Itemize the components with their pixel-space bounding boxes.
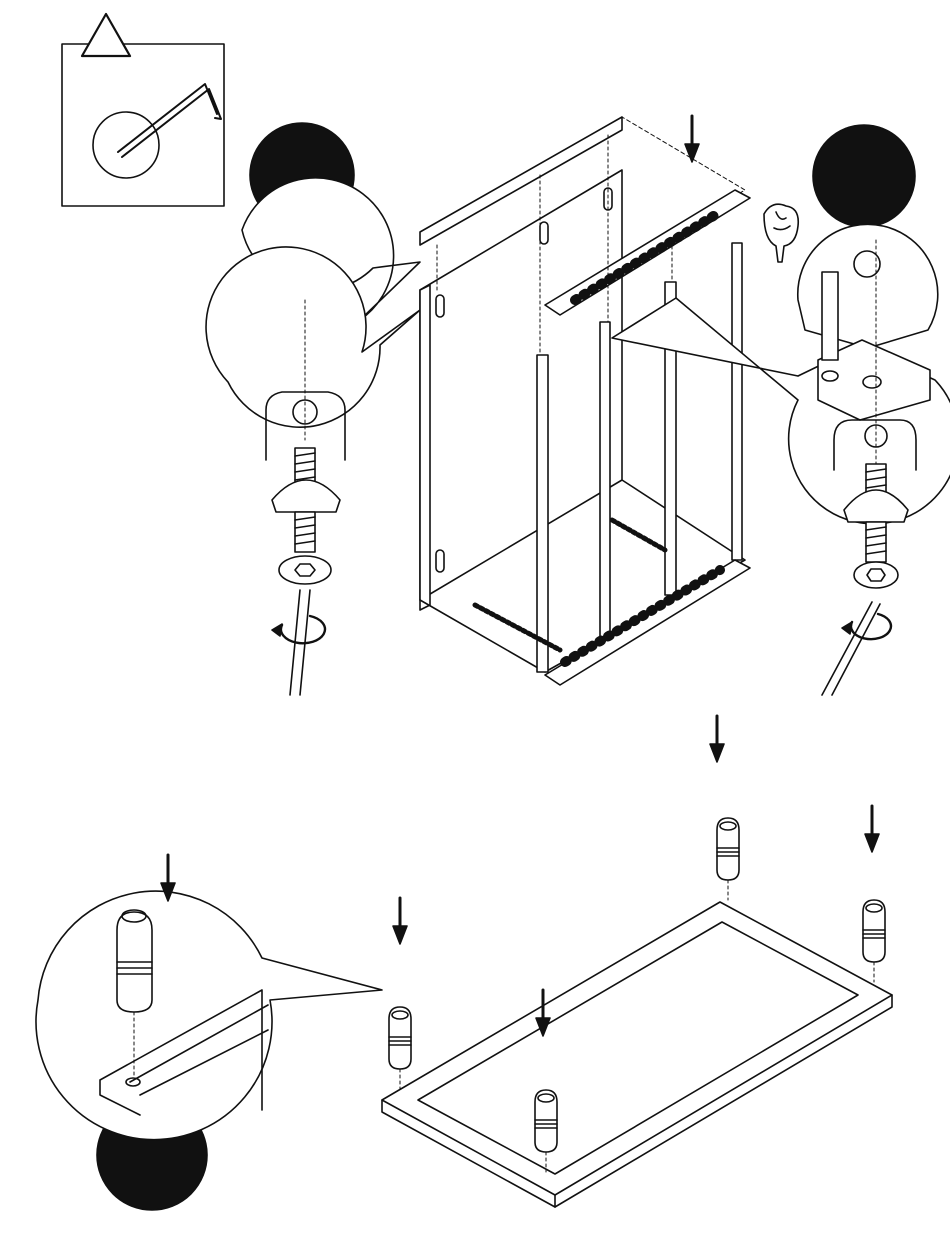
bolt-thread-right-lower	[866, 522, 886, 562]
post-front-left	[537, 355, 548, 672]
left-detail-callouts	[206, 178, 420, 695]
step-marker-right	[813, 125, 915, 227]
bolt-thread-lower	[295, 512, 315, 552]
arrow-down-icon	[393, 898, 407, 944]
foot-right	[863, 900, 885, 982]
tool-box	[62, 14, 224, 206]
barrel-nut	[272, 480, 340, 512]
rope-wrap-bottom	[565, 570, 720, 662]
callout-bottom-left	[206, 247, 420, 427]
clockwise-rotation-icon	[851, 614, 891, 639]
side-panel-back	[420, 170, 622, 600]
post-front-mid	[600, 322, 610, 640]
allen-key-icon	[118, 84, 221, 157]
cabinet-frame	[420, 116, 750, 685]
warning-triangle-icon	[82, 14, 130, 56]
post-rear-right	[732, 243, 742, 560]
bolt-head-right	[854, 562, 898, 588]
bolt-head	[279, 556, 331, 584]
arrow-down-icon	[710, 716, 724, 762]
wooden-dowel	[822, 272, 838, 360]
callout-top-right	[798, 224, 938, 348]
drawer-slide-right	[612, 520, 665, 550]
foot-left	[389, 1007, 411, 1089]
callout-foot-detail	[36, 891, 382, 1140]
foot-rear	[717, 818, 739, 900]
pointing-hand-icon	[764, 204, 798, 262]
bottom-rail	[545, 560, 750, 685]
foot-detail-callout	[36, 855, 382, 1140]
arrow-down-icon	[865, 806, 879, 852]
tool-box-frame	[62, 44, 224, 206]
foot-assembly	[382, 716, 892, 1207]
clockwise-rotation-icon	[281, 616, 325, 643]
allen-key-shaft-right	[822, 602, 880, 695]
